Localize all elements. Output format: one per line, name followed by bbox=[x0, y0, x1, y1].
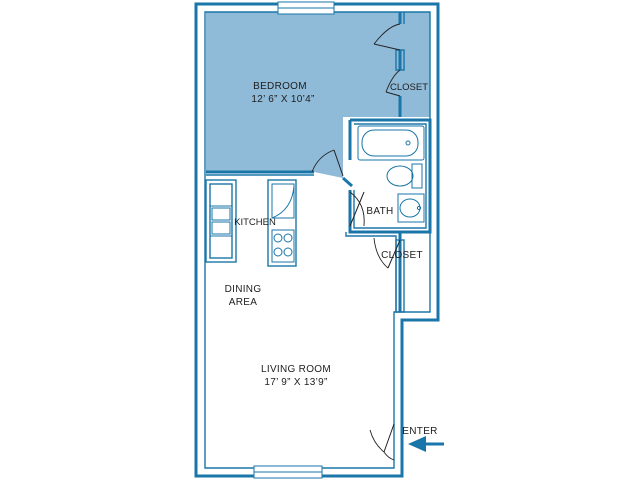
bedroom-label: BEDROOM bbox=[253, 81, 307, 92]
bedroom-door-swing bbox=[311, 149, 335, 173]
dining-label-line1: DINING bbox=[225, 284, 262, 295]
living-room-dims: 17’ 9” X 13’9” bbox=[264, 377, 327, 388]
hall-closet-walls bbox=[368, 230, 405, 313]
arrow-left-icon bbox=[408, 436, 444, 452]
living-room-label: LIVING ROOM bbox=[261, 364, 331, 375]
entry-door bbox=[369, 423, 395, 461]
bedroom-floor bbox=[206, 12, 430, 178]
stove bbox=[271, 229, 295, 263]
toilet bbox=[386, 163, 423, 189]
windows bbox=[253, 1, 335, 479]
kitchen-sink bbox=[209, 205, 233, 237]
bedroom-closet bbox=[373, 12, 405, 117]
bathtub bbox=[357, 125, 425, 161]
bedroom-dims: 12’ 6” X 10’4” bbox=[251, 94, 314, 105]
bedroom-closet-label: CLOSET bbox=[390, 82, 428, 93]
bath-walls bbox=[348, 118, 432, 234]
kitchen-label: KITCHEN bbox=[234, 217, 276, 228]
outer-walls bbox=[194, 2, 440, 478]
bath-sink bbox=[397, 193, 425, 223]
dining-label-line2: AREA bbox=[229, 297, 257, 308]
hall-closet-label: CLOSET bbox=[381, 250, 423, 261]
bath-label: BATH bbox=[366, 206, 393, 217]
hall-partition bbox=[345, 232, 372, 237]
bedroom-walls bbox=[206, 170, 353, 188]
enter-label: ENTER bbox=[402, 426, 437, 437]
refrigerator bbox=[271, 183, 295, 219]
